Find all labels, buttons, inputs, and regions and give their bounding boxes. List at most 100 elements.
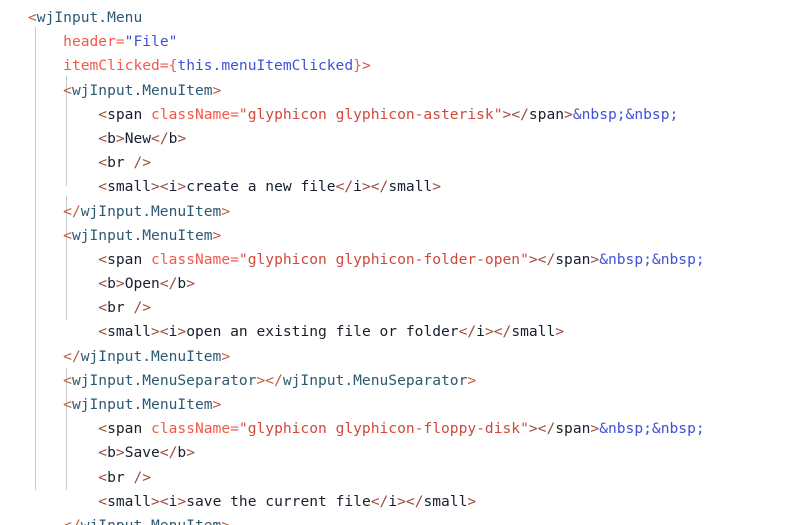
code-token: >	[590, 250, 600, 268]
code-token: >	[142, 154, 152, 172]
code-token: small	[107, 323, 152, 341]
code-token: {	[168, 57, 178, 75]
code-token: <	[63, 396, 72, 413]
line-indent	[28, 227, 63, 244]
code-line[interactable]: <wjInput.Menu	[28, 6, 800, 30]
code-token: </	[335, 178, 354, 196]
code-token: <	[28, 9, 37, 26]
code-token: b	[107, 444, 116, 462]
code-token: b	[177, 275, 187, 293]
code-token: </	[63, 517, 81, 525]
code-token: i	[168, 492, 178, 510]
code-token: className	[151, 105, 231, 123]
code-token: >	[212, 226, 222, 244]
code-token: className	[151, 250, 231, 268]
code-line[interactable]: <small><i>create a new file</i></small>	[28, 175, 800, 199]
line-indent	[28, 106, 98, 123]
code-token: <	[159, 323, 169, 341]
code-token: >	[212, 81, 222, 99]
code-line[interactable]: <br />	[28, 466, 800, 490]
code-line[interactable]: <b>New</b>	[28, 127, 800, 151]
code-token: i	[476, 323, 485, 341]
code-token: >	[142, 299, 152, 317]
code-token: span	[107, 105, 143, 123]
code-line[interactable]: <wjInput.MenuItem>	[28, 224, 800, 248]
code-line[interactable]: <wjInput.MenuItem>	[28, 79, 800, 103]
code-token: >	[528, 250, 538, 268]
code-token: this.menuItemClicked	[177, 57, 354, 75]
code-token: wjInput.MenuSeparator	[282, 371, 468, 389]
code-token: <	[98, 420, 108, 438]
code-line[interactable]: <small><i>open an existing file or folde…	[28, 320, 800, 344]
code-token: >	[151, 323, 160, 341]
code-token: i	[168, 323, 178, 341]
code-token: b	[168, 129, 178, 147]
code-token: <	[98, 468, 108, 486]
code-token: >	[221, 202, 231, 220]
code-token: </	[511, 105, 529, 123]
code-line[interactable]: <b>Open</b>	[28, 272, 800, 296]
code-token	[142, 251, 151, 268]
code-token: /	[124, 299, 143, 317]
code-token: wjInput.MenuItem	[71, 81, 213, 99]
code-token	[142, 106, 151, 123]
code-line[interactable]: </wjInput.MenuItem>	[28, 345, 800, 369]
code-token: </	[537, 250, 556, 268]
code-token: small	[511, 323, 556, 341]
code-token: &nbsp;&nbsp;	[599, 250, 705, 268]
code-token: <	[98, 444, 108, 462]
code-line[interactable]: itemClicked={this.menuItemClicked}>	[28, 54, 800, 78]
line-indent	[28, 420, 98, 437]
code-line[interactable]: </wjInput.MenuItem>	[28, 200, 800, 224]
code-token: span	[107, 250, 143, 268]
code-line[interactable]: <wjInput.MenuItem>	[28, 393, 800, 417]
code-line[interactable]: <br />	[28, 296, 800, 320]
code-token: </	[370, 492, 389, 510]
code-line[interactable]: <span className="glyphicon glyphicon-ast…	[28, 103, 800, 127]
code-line[interactable]: <span className="glyphicon glyphicon-flo…	[28, 417, 800, 441]
code-token: wjInput.Menu	[36, 9, 143, 26]
code-token: >	[361, 57, 371, 75]
code-token: >	[397, 492, 406, 510]
code-token: <	[98, 275, 108, 293]
code-line[interactable]: <wjInput.MenuSeparator></wjInput.MenuSep…	[28, 369, 800, 393]
code-line[interactable]: <small><i>save the current file</i></sma…	[28, 490, 800, 514]
line-indent	[28, 275, 98, 292]
code-token: <	[63, 226, 72, 244]
code-token: </	[405, 492, 424, 510]
code-token: b	[107, 275, 116, 293]
code-token: >	[361, 178, 371, 196]
code-token: wjInput.MenuSeparator	[71, 371, 257, 389]
code-token: wjInput.MenuItem	[71, 396, 213, 413]
code-token: wjInput.MenuItem	[81, 517, 222, 525]
code-token: =	[230, 250, 239, 268]
code-token: <	[98, 323, 108, 341]
code-token: wjInput.MenuItem	[71, 226, 213, 244]
code-token: >	[177, 129, 187, 147]
code-line[interactable]: <span className="glyphicon glyphicon-fol…	[28, 248, 800, 272]
code-token: <	[63, 371, 72, 389]
code-line[interactable]: </wjInput.MenuItem>	[28, 514, 800, 525]
code-token: <	[159, 492, 169, 510]
code-token: >	[467, 492, 477, 510]
code-token: >	[467, 371, 477, 389]
code-token: open an existing file or folder	[186, 323, 459, 341]
code-token: className	[151, 420, 231, 438]
code-line[interactable]: header="File"	[28, 30, 800, 54]
code-token: &nbsp;&nbsp;	[599, 420, 705, 438]
code-token: b	[177, 444, 187, 462]
code-token: >	[151, 492, 160, 510]
code-line[interactable]: <b>Save</b>	[28, 441, 800, 465]
code-token: Open	[124, 275, 160, 293]
code-token: >	[555, 323, 565, 341]
code-token: br	[107, 468, 125, 486]
code-line[interactable]: <br />	[28, 151, 800, 175]
code-token: >	[177, 178, 187, 196]
code-token: small	[107, 178, 152, 196]
code-token: =	[230, 420, 239, 438]
line-indent	[28, 469, 98, 486]
code-token: br	[107, 154, 125, 172]
code-token: >	[484, 323, 494, 341]
